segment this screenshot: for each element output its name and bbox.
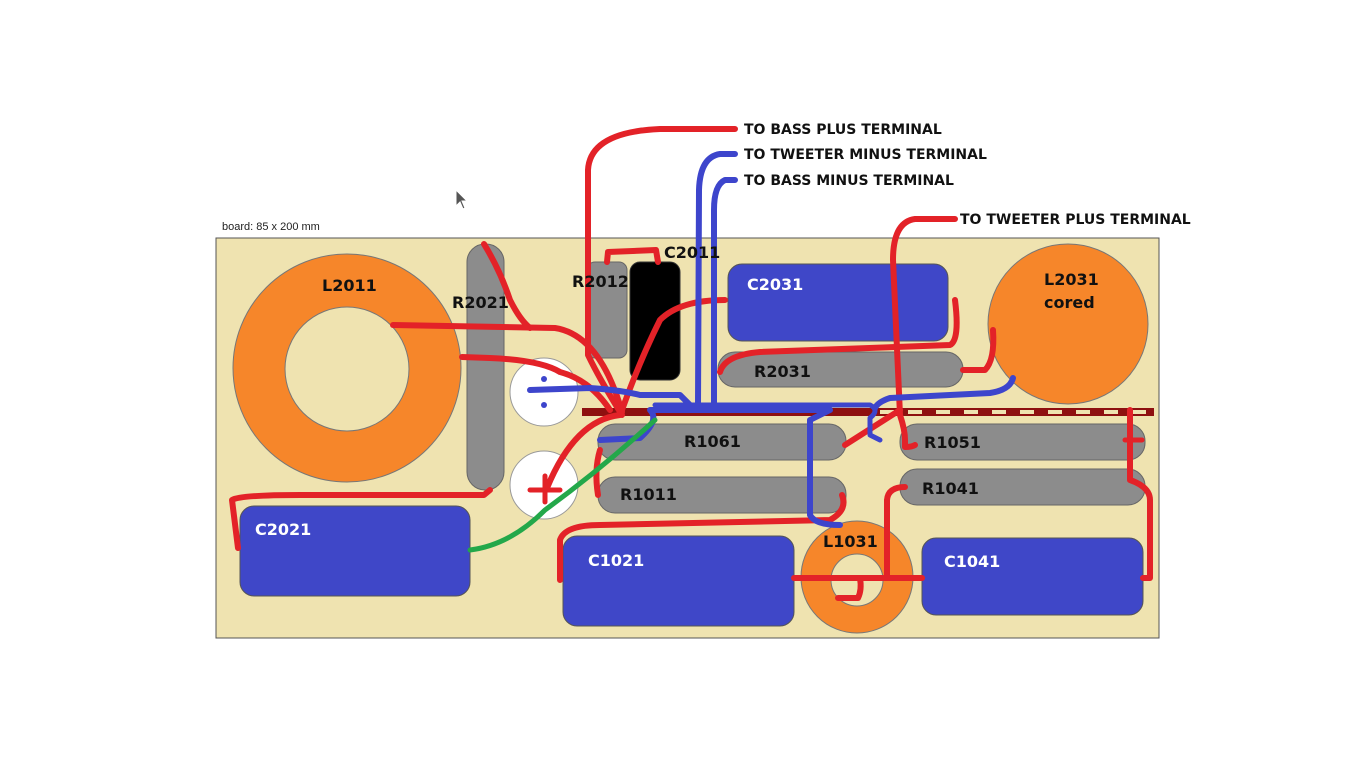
label-r1051: R1051: [924, 433, 981, 452]
terminal-minus-dot-upper: [541, 376, 547, 382]
wire-r1051-to-c1041: [1127, 407, 1153, 581]
wire-l2031-minus: [872, 375, 1016, 411]
wire-tweeter-plus: [890, 216, 958, 450]
wire-r2021-top: [481, 241, 533, 331]
label-l2031-cored: cored: [1044, 293, 1095, 312]
wire-green: [467, 417, 658, 553]
label-c1041: C1041: [944, 552, 1000, 571]
wire-minus-bus: [652, 402, 883, 443]
wire-r2031-to-l2031: [717, 297, 960, 375]
label-r2012: R2012: [572, 272, 629, 291]
label-c2021: C2021: [255, 520, 311, 539]
wire-c2021-to-r2021: [229, 487, 493, 551]
label-r1041: R1041: [922, 479, 979, 498]
wire-plus-terminal-diagonal: [544, 412, 623, 491]
wire-c2011-top: [604, 247, 661, 265]
label-c1021: C1021: [588, 551, 644, 570]
mouse-cursor-icon: [455, 189, 469, 210]
inductor-l2031: [987, 243, 1149, 405]
resistor-r1051: [899, 423, 1146, 461]
wire-l2011-to-r2021: [459, 354, 613, 413]
wire-bass-minus: [711, 177, 738, 408]
label-c2011: C2011: [664, 243, 720, 262]
wire-r2031-right: [960, 327, 997, 373]
capacitor-c1021: [562, 535, 795, 627]
label-to-tweeter-minus: TO TWEETER MINUS TERMINAL: [744, 147, 987, 163]
wire-c1021-to-r1011: [557, 492, 847, 583]
wire-r1041-to-l1031: [884, 484, 908, 581]
board-size-label: board: 85 x 200 mm: [222, 221, 320, 233]
label-l2031: L2031: [1044, 270, 1099, 289]
inductor-l2011-hole: [284, 306, 410, 432]
wire-tweeter-minus: [695, 151, 738, 408]
wire-l1031-inner: [835, 575, 864, 601]
label-r1061: R1061: [684, 432, 741, 451]
wire-minus-terminal: [527, 385, 693, 408]
label-l2011: L2011: [322, 276, 377, 295]
ground-bus: [582, 408, 1154, 416]
label-l1031: L1031: [823, 532, 878, 551]
capacitor-c1041: [921, 537, 1144, 616]
label-to-bass-minus: TO BASS MINUS TERMINAL: [744, 173, 954, 189]
label-r1011: R1011: [620, 485, 677, 504]
label-r2021: R2021: [452, 293, 509, 312]
wire-l2011-to-r2012: [390, 322, 625, 415]
terminal-minus-dot-lower: [541, 402, 547, 408]
label-c2031: C2031: [747, 275, 803, 294]
label-r2031: R2031: [754, 362, 811, 381]
label-to-tweeter-plus: TO TWEETER PLUS TERMINAL: [960, 212, 1191, 228]
resistor-r2021: [466, 243, 505, 491]
label-to-bass-plus: TO BASS PLUS TERMINAL: [744, 122, 942, 138]
